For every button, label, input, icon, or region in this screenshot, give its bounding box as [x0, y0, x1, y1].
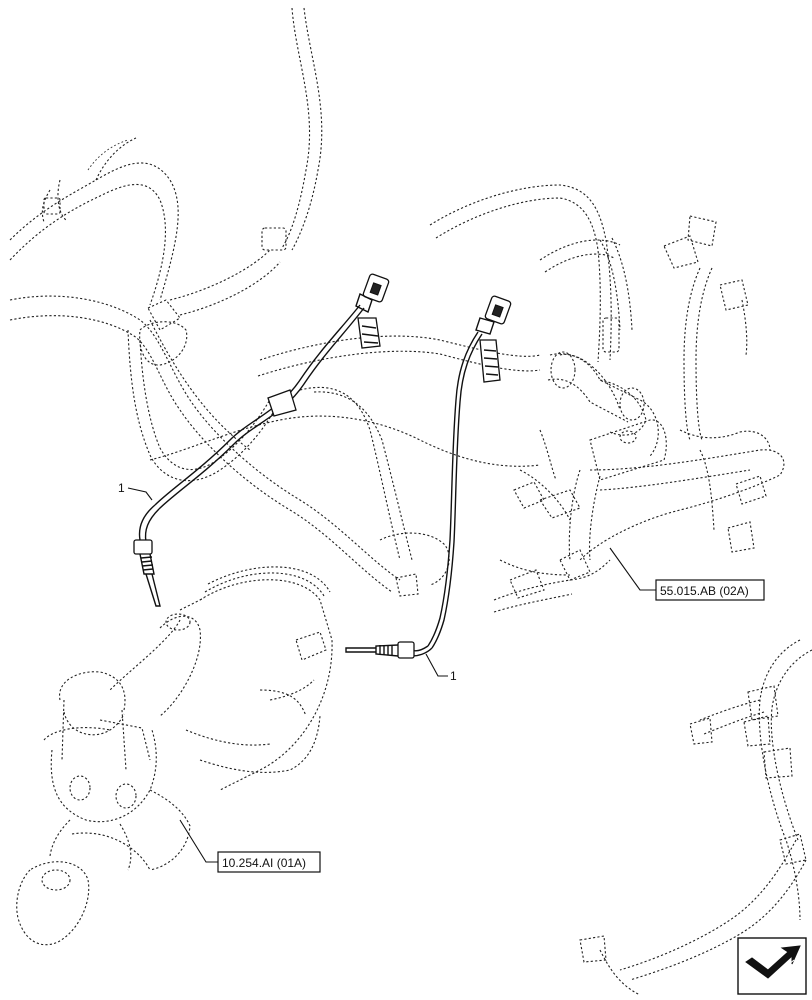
sensor-right-tag — [479, 339, 501, 383]
exhaust-temperature-sensor-left — [133, 273, 390, 607]
next-page-arrow-icon[interactable] — [737, 937, 807, 995]
callout-ref-harness[interactable]: 55.015.AB (02A) — [609, 547, 765, 601]
ref-harness-label[interactable]: 55.015.AB (02A) — [660, 584, 749, 598]
sensor-left-tag — [357, 317, 381, 349]
callout-item-1-left: 1 — [118, 481, 153, 501]
exhaust-aftertreatment-body — [16, 566, 333, 946]
sensor-left-clip — [267, 389, 297, 417]
sensor-right-connector — [475, 295, 512, 335]
exhaust-temperature-sensor-right — [345, 295, 512, 659]
background-harness — [9, 7, 812, 996]
item-number-1-left: 1 — [118, 481, 125, 495]
sensor-left-connector — [355, 273, 390, 313]
item-number-1-right: 1 — [450, 669, 457, 683]
callout-item-1-right: 1 — [425, 653, 457, 683]
sensor-right-nut — [397, 641, 415, 659]
callout-ref-exhaust[interactable]: 10.254.AI (01A) — [179, 819, 321, 873]
ref-exhaust-label[interactable]: 10.254.AI (01A) — [222, 856, 306, 870]
sensor-left-nut — [133, 539, 153, 555]
